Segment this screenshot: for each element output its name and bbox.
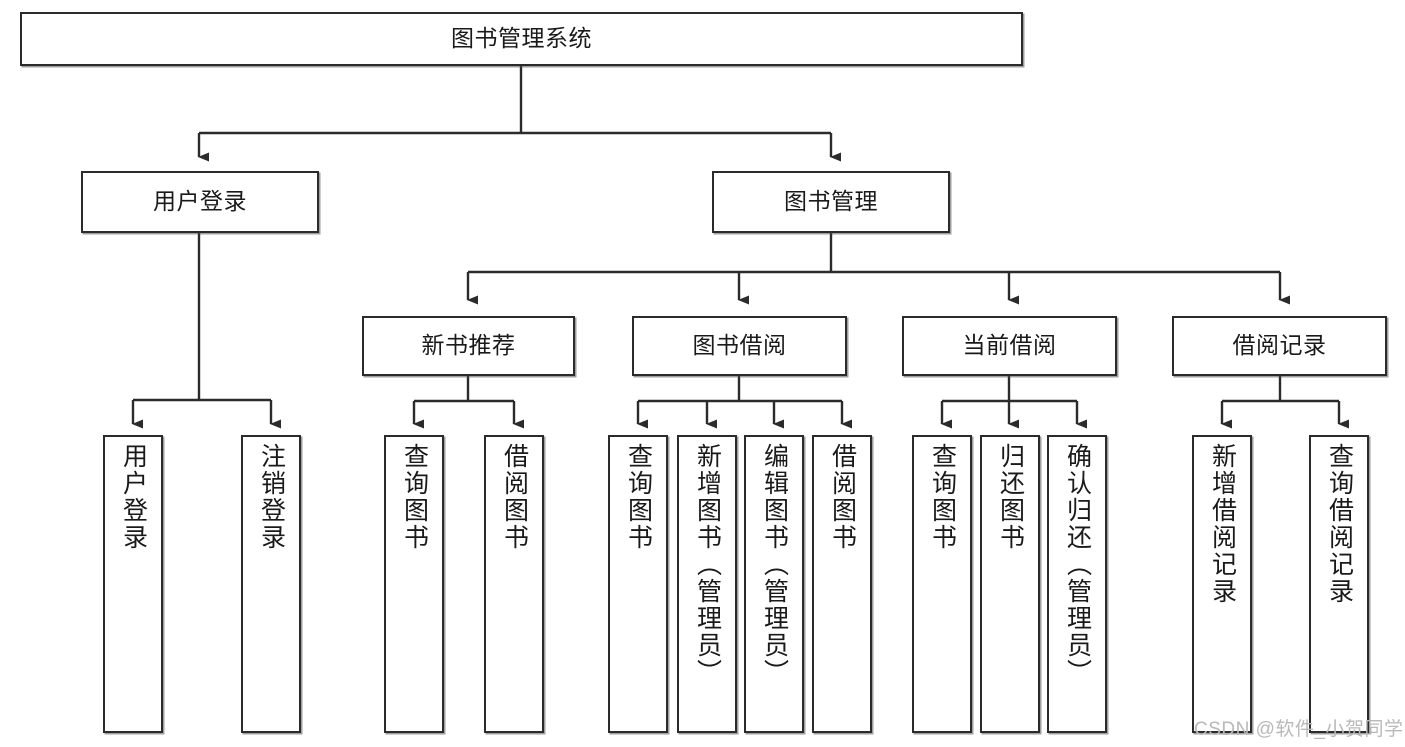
node-leaf-query-record[interactable]: 查询借阅记录	[1309, 435, 1369, 733]
node-leaf-query-book-2-label: 查询图书	[624, 443, 653, 551]
node-root[interactable]: 图书管理系统	[20, 12, 1023, 66]
node-leaf-logout-login-label: 注销登录	[257, 443, 286, 551]
node-leaf-borrow-book-2[interactable]: 借阅图书	[812, 435, 872, 733]
node-leaf-query-book-3-label: 查询图书	[928, 443, 957, 551]
node-leaf-query-book-1[interactable]: 查询图书	[384, 435, 444, 733]
node-new-book-recommend-label: 新书推荐	[421, 332, 516, 359]
node-leaf-confirm-return[interactable]: 确认归还（管理员）	[1047, 435, 1107, 733]
node-new-book-recommend[interactable]: 新书推荐	[362, 316, 575, 376]
node-leaf-query-book-3[interactable]: 查询图书	[912, 435, 972, 733]
node-leaf-borrow-book-1-label: 借阅图书	[500, 443, 529, 551]
node-leaf-edit-book[interactable]: 编辑图书（管理员）	[744, 435, 804, 733]
node-book-manage-label: 图书管理	[784, 188, 878, 215]
node-leaf-confirm-return-label: 确认归还（管理员）	[1063, 443, 1092, 686]
node-leaf-add-record[interactable]: 新增借阅记录	[1192, 435, 1252, 733]
node-user-login-label: 用户登录	[153, 188, 247, 215]
node-leaf-borrow-book-1[interactable]: 借阅图书	[484, 435, 544, 733]
node-leaf-user-login[interactable]: 用户登录	[103, 435, 163, 733]
node-leaf-edit-book-label: 编辑图书（管理员）	[760, 443, 789, 686]
node-leaf-return-book-label: 归还图书	[996, 443, 1025, 551]
node-book-manage[interactable]: 图书管理	[712, 171, 950, 233]
node-leaf-borrow-book-2-label: 借阅图书	[828, 443, 857, 551]
node-book-borrow[interactable]: 图书借阅	[632, 316, 847, 376]
node-user-login[interactable]: 用户登录	[81, 171, 319, 233]
node-current-borrow-label: 当前借阅	[962, 332, 1057, 359]
node-leaf-add-record-label: 新增借阅记录	[1208, 443, 1237, 605]
node-book-borrow-label: 图书借阅	[692, 332, 787, 359]
node-borrow-record[interactable]: 借阅记录	[1172, 316, 1387, 376]
node-leaf-add-book[interactable]: 新增图书（管理员）	[677, 435, 737, 733]
node-leaf-add-book-label: 新增图书（管理员）	[693, 443, 722, 686]
node-leaf-user-login-label: 用户登录	[119, 443, 148, 551]
node-root-label: 图书管理系统	[451, 25, 592, 52]
node-leaf-return-book[interactable]: 归还图书	[980, 435, 1040, 733]
node-current-borrow[interactable]: 当前借阅	[902, 316, 1117, 376]
node-leaf-query-book-2[interactable]: 查询图书	[608, 435, 668, 733]
node-leaf-logout-login[interactable]: 注销登录	[241, 435, 301, 733]
csdn-watermark: CSDN @软件_小贺同学	[1194, 719, 1404, 740]
node-borrow-record-label: 借阅记录	[1232, 332, 1327, 359]
node-leaf-query-record-label: 查询借阅记录	[1325, 443, 1354, 605]
node-leaf-query-book-1-label: 查询图书	[400, 443, 429, 551]
